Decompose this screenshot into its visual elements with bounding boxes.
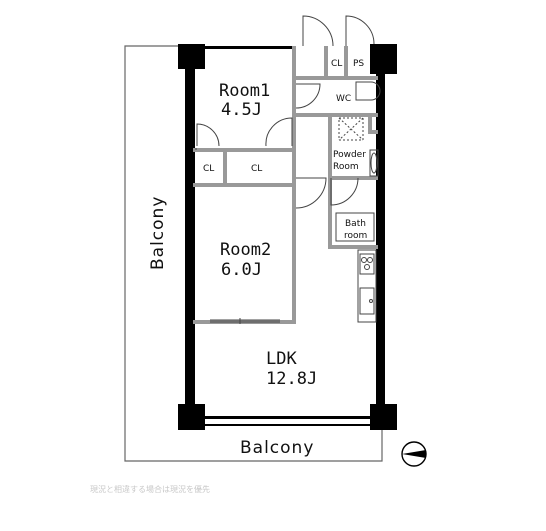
ps-label: PS — [353, 59, 364, 69]
powder-room-label-1: Powder — [333, 150, 366, 160]
closet-label-middle: CL — [251, 164, 262, 174]
footer-note: 現況と相違する場合は現況を優先 — [90, 484, 210, 494]
ldk-name: LDK — [266, 349, 297, 369]
doors — [196, 15, 381, 209]
bathroom-label-1: Bath — [345, 219, 366, 229]
structural-columns — [178, 44, 397, 430]
windows — [195, 148, 280, 324]
powder-room-label-2: Room — [333, 162, 359, 172]
kitchen — [357, 249, 377, 323]
room2-name: Room2 — [220, 240, 271, 260]
north-arrow-icon — [401, 441, 427, 467]
wc-label: WC — [336, 94, 351, 104]
closet-label-top: CL — [331, 59, 342, 69]
bathroom-box — [335, 212, 375, 242]
balcony-side-label: Balcony — [148, 196, 168, 270]
closet-label-left: CL — [203, 164, 214, 174]
washer-space — [338, 117, 364, 141]
room1-name: Room1 — [219, 81, 270, 101]
room2-size: 6.0J — [221, 260, 262, 280]
ldk-size: 12.8J — [266, 369, 317, 389]
exterior-walls — [185, 46, 385, 426]
room1-size: 4.5J — [221, 100, 262, 120]
bathroom-label-2: room — [344, 231, 367, 241]
balcony-bottom-label: Balcony — [240, 438, 314, 458]
